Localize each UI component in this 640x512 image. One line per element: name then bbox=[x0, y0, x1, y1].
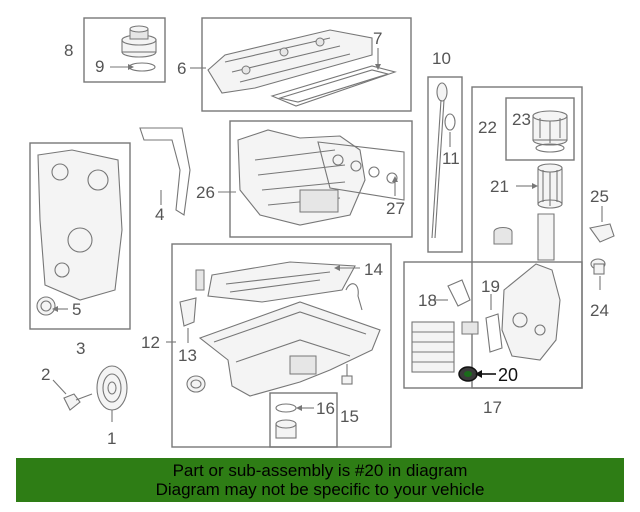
drain-plug-part bbox=[275, 419, 297, 439]
drain-plug-washer-part bbox=[275, 403, 297, 413]
label-10: 10 bbox=[432, 49, 451, 68]
crankshaft-front-seal-part bbox=[36, 296, 56, 316]
valve-cover-part bbox=[207, 29, 373, 94]
label-15: 15 bbox=[340, 407, 359, 426]
label-23: 23 bbox=[512, 110, 531, 129]
label-1: 1 bbox=[107, 429, 116, 448]
banner-line-1: Part or sub-assembly is #20 in diagram bbox=[172, 461, 468, 480]
engine-parts-diagram: 1 2 3 4 5 6 7 8 9 10 11 12 13 14 15 16 1… bbox=[29, 17, 615, 448]
label-9: 9 bbox=[95, 57, 104, 76]
group-box-oil-cooler bbox=[403, 261, 583, 389]
label-27: 27 bbox=[386, 199, 405, 218]
intake-manifold-gasket-part bbox=[317, 141, 405, 201]
group-box-intake-manifold bbox=[229, 120, 413, 238]
label-20: 20 bbox=[498, 365, 518, 385]
label-19: 19 bbox=[481, 277, 500, 296]
oil-filter-part bbox=[537, 163, 563, 209]
group-box-engine-front-cover bbox=[29, 142, 131, 330]
oil-cooler-housing-part bbox=[501, 263, 561, 361]
oil-cooler-part bbox=[411, 321, 455, 373]
oil-pump-pickup-part bbox=[179, 297, 197, 327]
label-2: 2 bbox=[41, 365, 50, 384]
oil-level-indicator-part bbox=[431, 82, 448, 239]
oil-pan-seal-part bbox=[186, 375, 206, 393]
label-16: 16 bbox=[316, 399, 335, 418]
intake-manifold-part bbox=[237, 129, 366, 226]
oil-cooler-o-ring-part-20 bbox=[458, 366, 478, 382]
label-14: 14 bbox=[364, 260, 383, 279]
valve-cover-gasket-part bbox=[270, 65, 397, 107]
group-box-drain-plug bbox=[269, 392, 338, 448]
label-24: 24 bbox=[590, 301, 609, 320]
oil-filter-cap-part bbox=[532, 110, 568, 146]
label-26: 26 bbox=[196, 183, 215, 202]
banner-line-2: Diagram may not be specific to your vehi… bbox=[155, 480, 485, 499]
label-17: 17 bbox=[483, 398, 502, 417]
engine-front-cover-part bbox=[37, 149, 123, 301]
oil-pan-baffle-part bbox=[207, 261, 356, 303]
label-5: 5 bbox=[72, 300, 81, 319]
label-18: 18 bbox=[418, 291, 437, 310]
group-box-oil-filler-cap bbox=[83, 17, 166, 83]
group-box-valve-cover bbox=[201, 17, 412, 112]
label-7: 7 bbox=[373, 29, 382, 48]
label-12: 12 bbox=[141, 333, 160, 352]
fitting-part bbox=[590, 258, 606, 275]
label-22: 22 bbox=[478, 118, 497, 137]
oil-level-indicator-seal-part bbox=[444, 113, 456, 131]
crankshaft-pulley-part bbox=[96, 365, 128, 411]
label-3: 3 bbox=[76, 339, 85, 358]
group-box-oil-filter-cap bbox=[505, 97, 575, 161]
label-11: 11 bbox=[442, 149, 460, 168]
oil-filler-cap-part bbox=[121, 25, 157, 58]
label-25: 25 bbox=[590, 187, 609, 206]
oil-pan-bolt-part bbox=[341, 364, 353, 385]
label-21: 21 bbox=[490, 177, 509, 196]
label-6: 6 bbox=[177, 59, 186, 78]
oil-filter-cap-seal-part bbox=[535, 143, 565, 153]
oil-pan-part bbox=[198, 301, 381, 397]
front-cover-gasket-part bbox=[139, 127, 191, 216]
bolt-part bbox=[63, 393, 93, 411]
label-4: 4 bbox=[155, 205, 164, 224]
label-8: 8 bbox=[64, 41, 73, 60]
oil-cooler-seal-part bbox=[485, 313, 503, 353]
sensor-part bbox=[589, 223, 615, 243]
oil-cooler-gasket-part bbox=[447, 279, 471, 307]
group-box-oil-level-indicator bbox=[427, 76, 463, 253]
part-info-banner: Part or sub-assembly is #20 in diagram D… bbox=[16, 458, 624, 502]
label-13: 13 bbox=[178, 346, 197, 365]
